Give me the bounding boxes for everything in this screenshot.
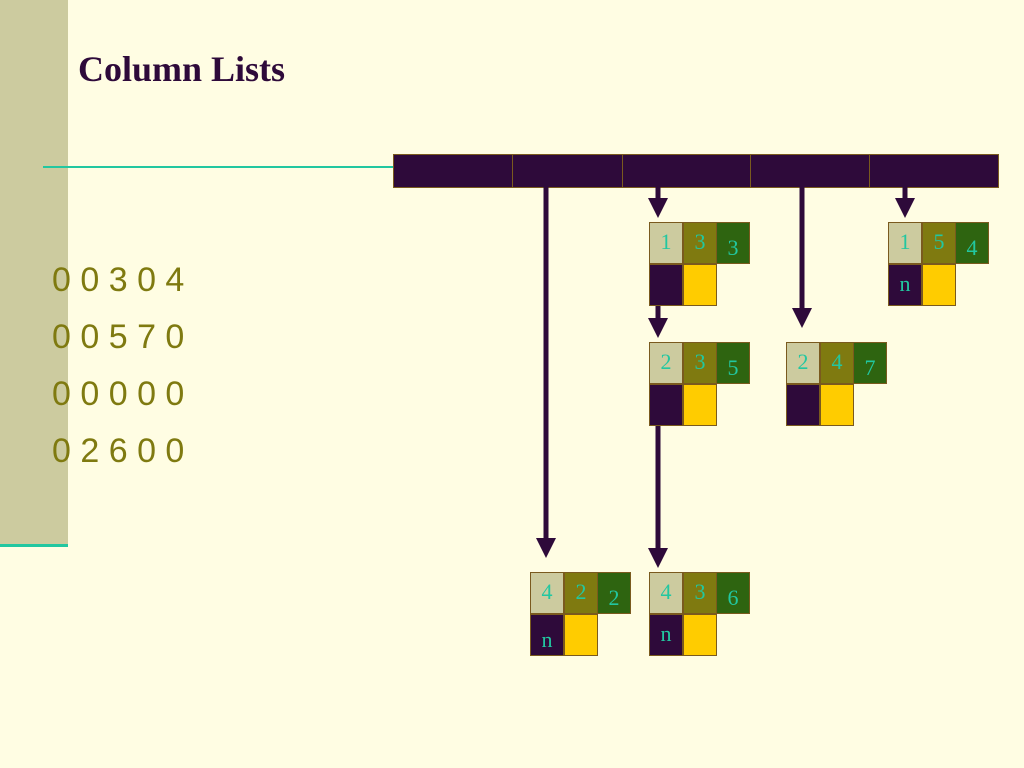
node-down-pointer: n (888, 264, 922, 306)
list-node: 1 3 3 (649, 222, 750, 306)
node-down-pointer: n (530, 614, 564, 656)
sidebar-accent-line (0, 544, 68, 547)
node-col-cell: 3 (683, 222, 717, 264)
matrix-row: 0 0 5 7 0 (52, 318, 185, 356)
node-value-cell: 3 (716, 222, 750, 264)
node-col-cell: 3 (683, 572, 717, 614)
node-value-cell: 4 (955, 222, 989, 264)
matrix: 0 0 3 0 4 0 0 5 7 0 0 0 0 0 0 0 2 6 0 0 (52, 252, 184, 480)
node-col-cell: 5 (922, 222, 956, 264)
column-header-array (393, 154, 999, 188)
node-col-cell: 4 (820, 342, 854, 384)
matrix-row: 0 0 0 0 0 (52, 375, 185, 413)
node-col-cell: 2 (564, 572, 598, 614)
column-header-5 (870, 155, 999, 187)
node-right-pointer (683, 264, 717, 306)
matrix-row: 0 2 6 0 0 (52, 432, 185, 470)
node-right-pointer (820, 384, 854, 426)
node-col-cell: 3 (683, 342, 717, 384)
node-right-pointer (683, 614, 717, 656)
column-header-1 (394, 155, 513, 187)
matrix-row: 0 0 3 0 4 (52, 261, 185, 299)
column-header-2 (512, 155, 624, 187)
node-row-cell: 1 (888, 222, 922, 264)
column-header-3 (623, 155, 751, 187)
node-down-pointer: n (649, 614, 683, 656)
node-right-pointer (683, 384, 717, 426)
node-value-cell: 6 (716, 572, 750, 614)
node-value-cell: 5 (716, 342, 750, 384)
list-node: 2 3 5 (649, 342, 750, 426)
node-row-cell: 2 (786, 342, 820, 384)
list-node: 1 5 4 n (888, 222, 989, 306)
node-right-pointer (922, 264, 956, 306)
node-row-cell: 2 (649, 342, 683, 384)
title-underline (43, 166, 395, 168)
sidebar-band (0, 0, 68, 546)
node-row-cell: 4 (649, 572, 683, 614)
node-row-cell: 1 (649, 222, 683, 264)
list-node: 4 2 2 n (530, 572, 631, 656)
node-down-pointer (649, 264, 683, 306)
node-row-cell: 4 (530, 572, 564, 614)
node-value-cell: 7 (853, 342, 887, 384)
node-down-pointer (786, 384, 820, 426)
column-header-4 (750, 155, 871, 187)
list-node: 4 3 6 n (649, 572, 750, 656)
list-node: 2 4 7 (786, 342, 887, 426)
node-right-pointer (564, 614, 598, 656)
node-down-pointer (649, 384, 683, 426)
node-value-cell: 2 (597, 572, 631, 614)
slide-title: Column Lists (78, 49, 286, 89)
